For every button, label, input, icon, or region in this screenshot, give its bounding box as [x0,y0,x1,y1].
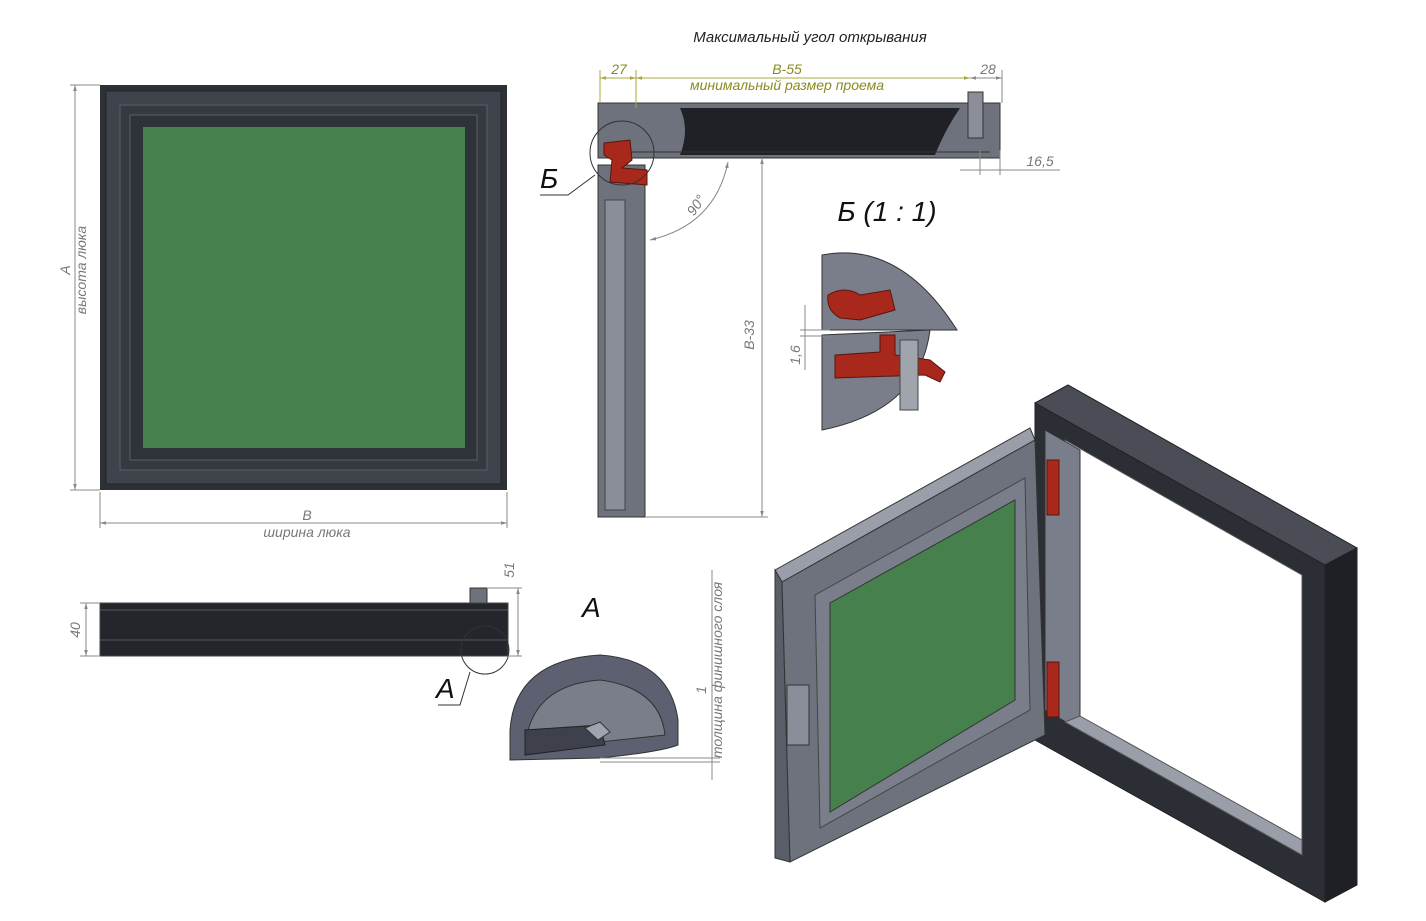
angle-90: 90° [683,192,708,219]
hinge-bottom [1046,661,1060,718]
lock-icon [786,684,810,746]
dim-finish-layer-label: толщина финишного слоя [709,581,725,758]
hinge-seal [603,139,648,186]
callout-a: A [434,673,455,704]
dim-b-33: B-33 [741,320,757,350]
dim-b-label: ширина люка [263,524,350,540]
dim-28: 28 [979,61,996,77]
dim-b-55-label: минимальный размер проема [690,77,884,93]
leaf-panel [829,499,1016,813]
detail-a: A 1 толщина финишного слоя [509,570,725,780]
drawing-title: Максимальный угол открывания [693,29,927,46]
callout-b: Б [540,163,558,194]
detail-b-label: Б (1 : 1) [837,196,936,227]
callout-circle-b [589,120,655,186]
isometric-view [774,384,1359,903]
section-top: Б 27 B-55 минимальный размер проема 28 1… [540,61,1060,518]
dim-1: 1 [693,686,709,694]
dim-27: 27 [610,61,628,77]
hinge-top [1046,459,1060,516]
dim-1-6: 1,6 [787,345,803,365]
dim-a: A [57,265,73,275]
dim-16-5: 16,5 [1026,153,1053,169]
detail-b: Б (1 : 1) 1,6 [787,196,958,431]
callout-circle-a [460,625,510,675]
side-view: A 40 51 [67,562,522,706]
dim-b: B [302,507,311,523]
dim-51: 51 [501,562,517,578]
dim-a-label: высота люка [73,226,89,315]
front-view: A высота люка B ширина люка [57,84,508,540]
dim-40: 40 [67,622,83,638]
dim-b-55: B-55 [772,61,802,77]
detail-a-label: A [580,592,601,623]
hatch-panel [143,127,465,448]
